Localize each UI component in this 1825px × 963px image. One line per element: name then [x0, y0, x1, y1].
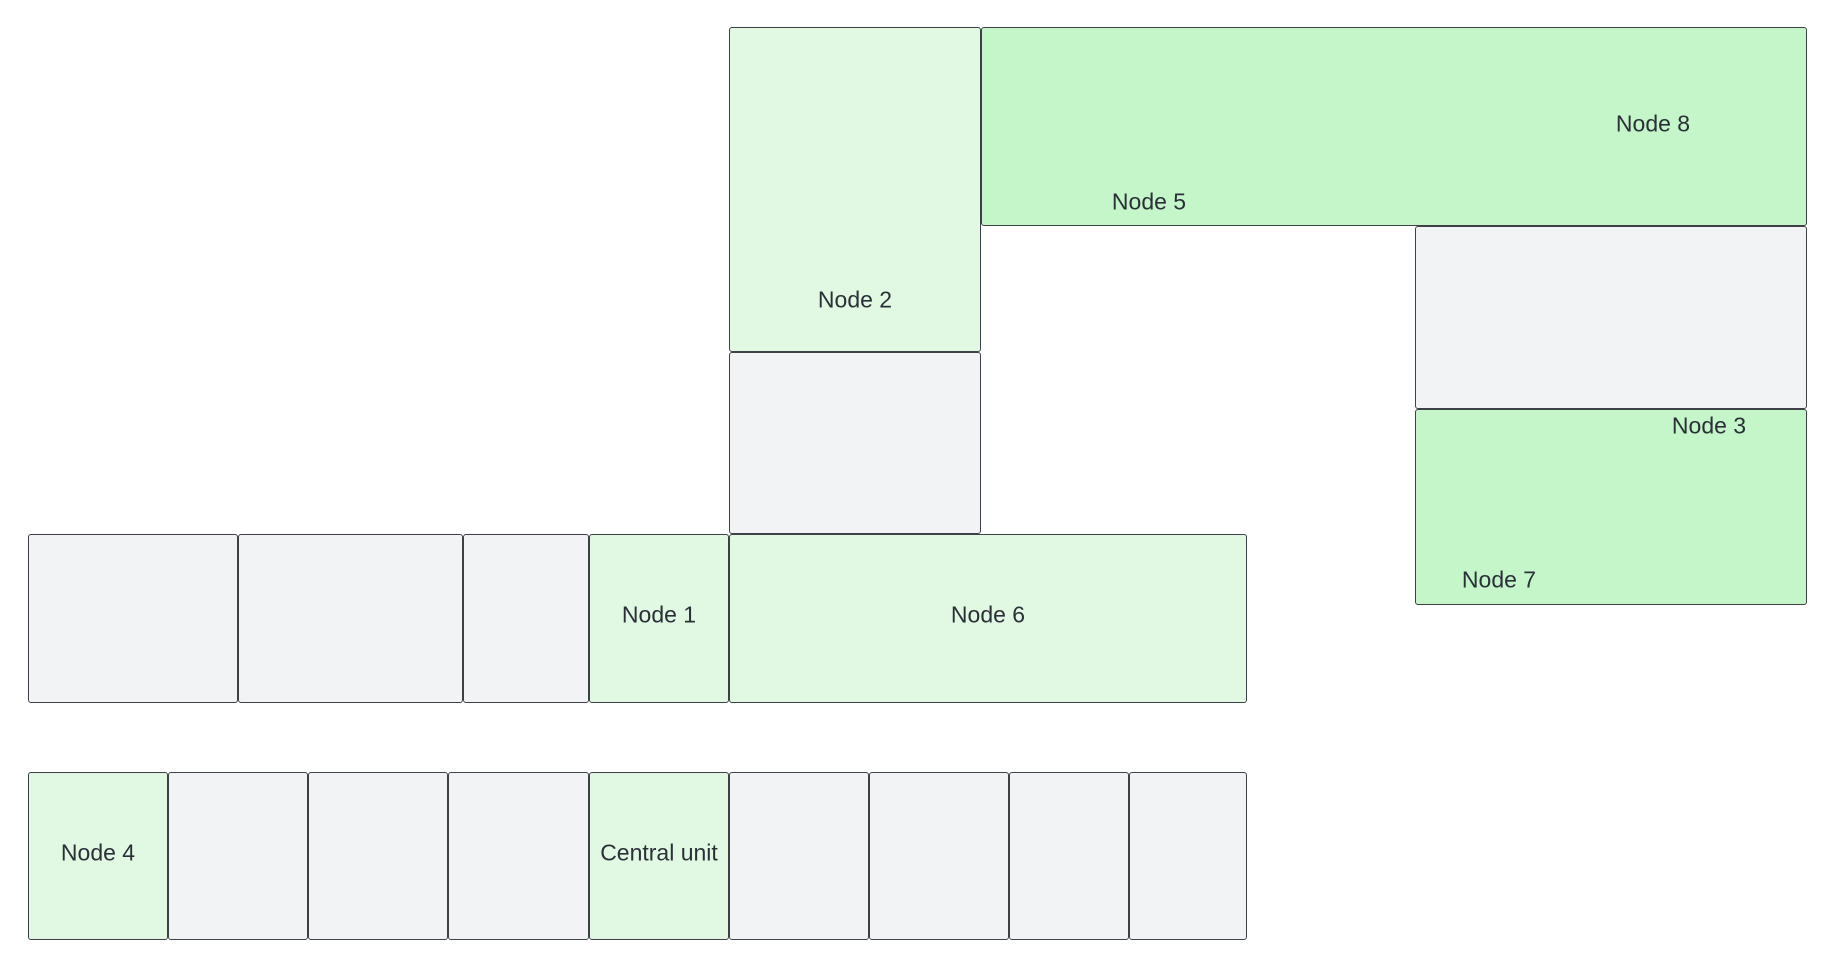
node-1-cell — [589, 534, 729, 703]
empty-cell — [463, 534, 589, 703]
empty-cell — [1129, 772, 1247, 940]
empty-cell — [729, 352, 981, 534]
node-4-label: Node 4 — [60, 839, 136, 866]
node-2-cell — [729, 27, 981, 352]
node-3-7-cell — [1415, 409, 1807, 605]
node-6-label: Node 6 — [950, 601, 1026, 628]
empty-cell — [308, 772, 448, 940]
node-2-label: Node 2 — [817, 286, 893, 313]
central-unit-cell — [589, 772, 729, 940]
node-7-label: Node 7 — [1461, 566, 1537, 593]
node-1-label: Node 1 — [621, 601, 697, 628]
node-4-cell — [28, 772, 168, 940]
node-5-label: Node 5 — [1111, 188, 1187, 215]
node-5-8-bar — [981, 27, 1807, 226]
empty-cell — [729, 772, 869, 940]
node-8-label: Node 8 — [1615, 110, 1691, 137]
empty-cell — [1415, 226, 1807, 409]
empty-cell — [168, 772, 308, 940]
node-3-label: Node 3 — [1671, 412, 1747, 439]
empty-cell — [238, 534, 463, 703]
central-unit-label: Central unit — [600, 839, 718, 866]
node-6-cell — [729, 534, 1247, 703]
empty-cell — [869, 772, 1009, 940]
empty-cell — [1009, 772, 1129, 940]
empty-cell — [28, 534, 238, 703]
empty-cell — [448, 772, 589, 940]
